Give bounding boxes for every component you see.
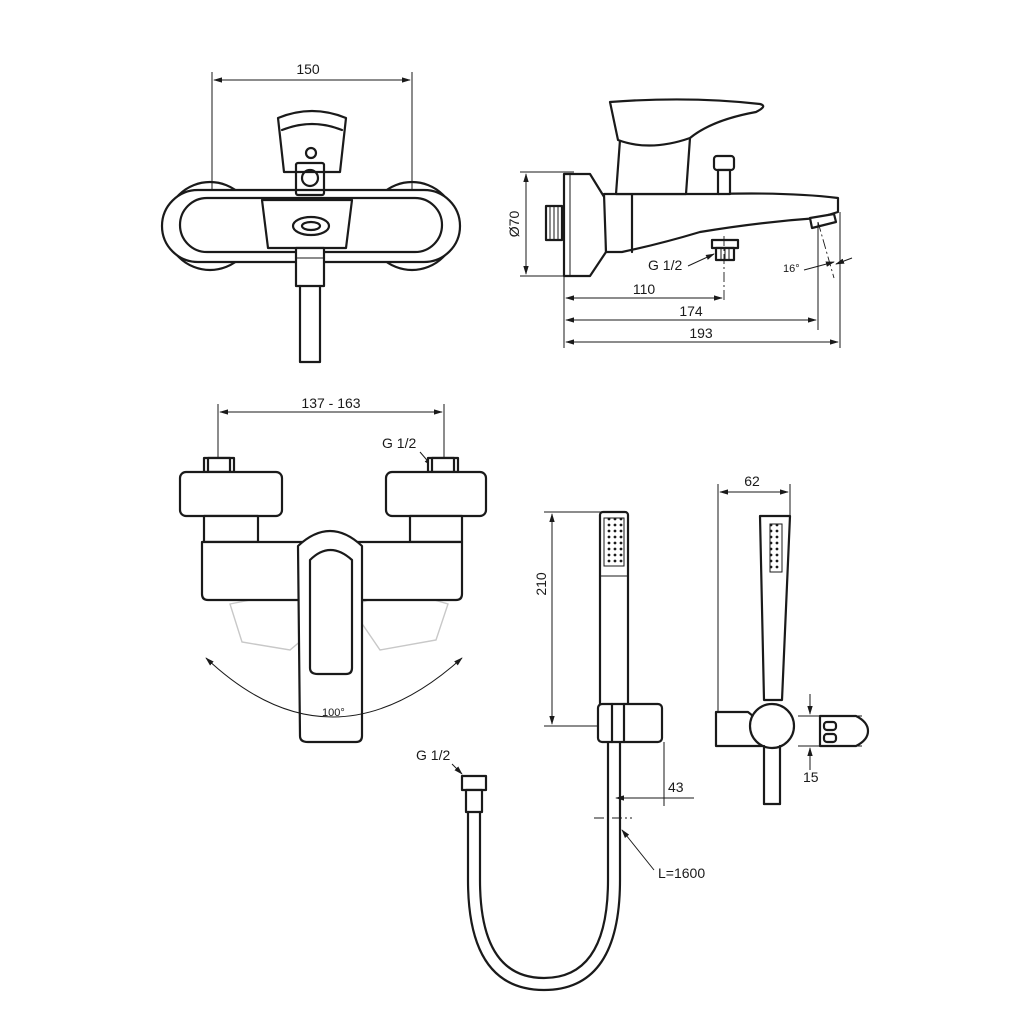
hose-thread-label: G 1/2 bbox=[416, 747, 450, 763]
diameter-label: Ø70 bbox=[506, 211, 522, 238]
front-mixer-body bbox=[178, 456, 488, 744]
handshower-height-label: 210 bbox=[533, 572, 549, 596]
rotation-arc bbox=[205, 657, 463, 718]
rotation-label: 100° bbox=[322, 707, 345, 719]
top-width-label: 150 bbox=[296, 61, 320, 77]
handshower-side-view: 62 15 bbox=[714, 473, 870, 806]
side-view: Ø70 G 1/2 16° bbox=[506, 98, 853, 348]
handshower-depth-label: 15 bbox=[803, 769, 819, 785]
side-mixer-body bbox=[544, 98, 840, 300]
holder-offset-label: 43 bbox=[668, 779, 684, 795]
hose: G 1/2 L=1600 bbox=[416, 738, 705, 992]
handshower: 210 43 bbox=[533, 510, 694, 806]
spacing-label: 137 - 163 bbox=[301, 395, 360, 411]
dim-110-label: 110 bbox=[633, 281, 656, 297]
front-thread-label: G 1/2 bbox=[382, 435, 416, 451]
top-mixer-body bbox=[160, 109, 462, 364]
top-view: 150 bbox=[160, 61, 462, 364]
dim-193-label: 193 bbox=[689, 325, 713, 341]
spout-angle-label: 16° bbox=[783, 263, 800, 275]
hose-length-label: L=1600 bbox=[658, 865, 705, 881]
dim-174-label: 174 bbox=[679, 303, 703, 319]
handshower-width-label: 62 bbox=[744, 473, 760, 489]
front-view: 137 - 163 G 1/2 100° bbox=[178, 395, 488, 744]
side-thread-label: G 1/2 bbox=[648, 257, 682, 273]
